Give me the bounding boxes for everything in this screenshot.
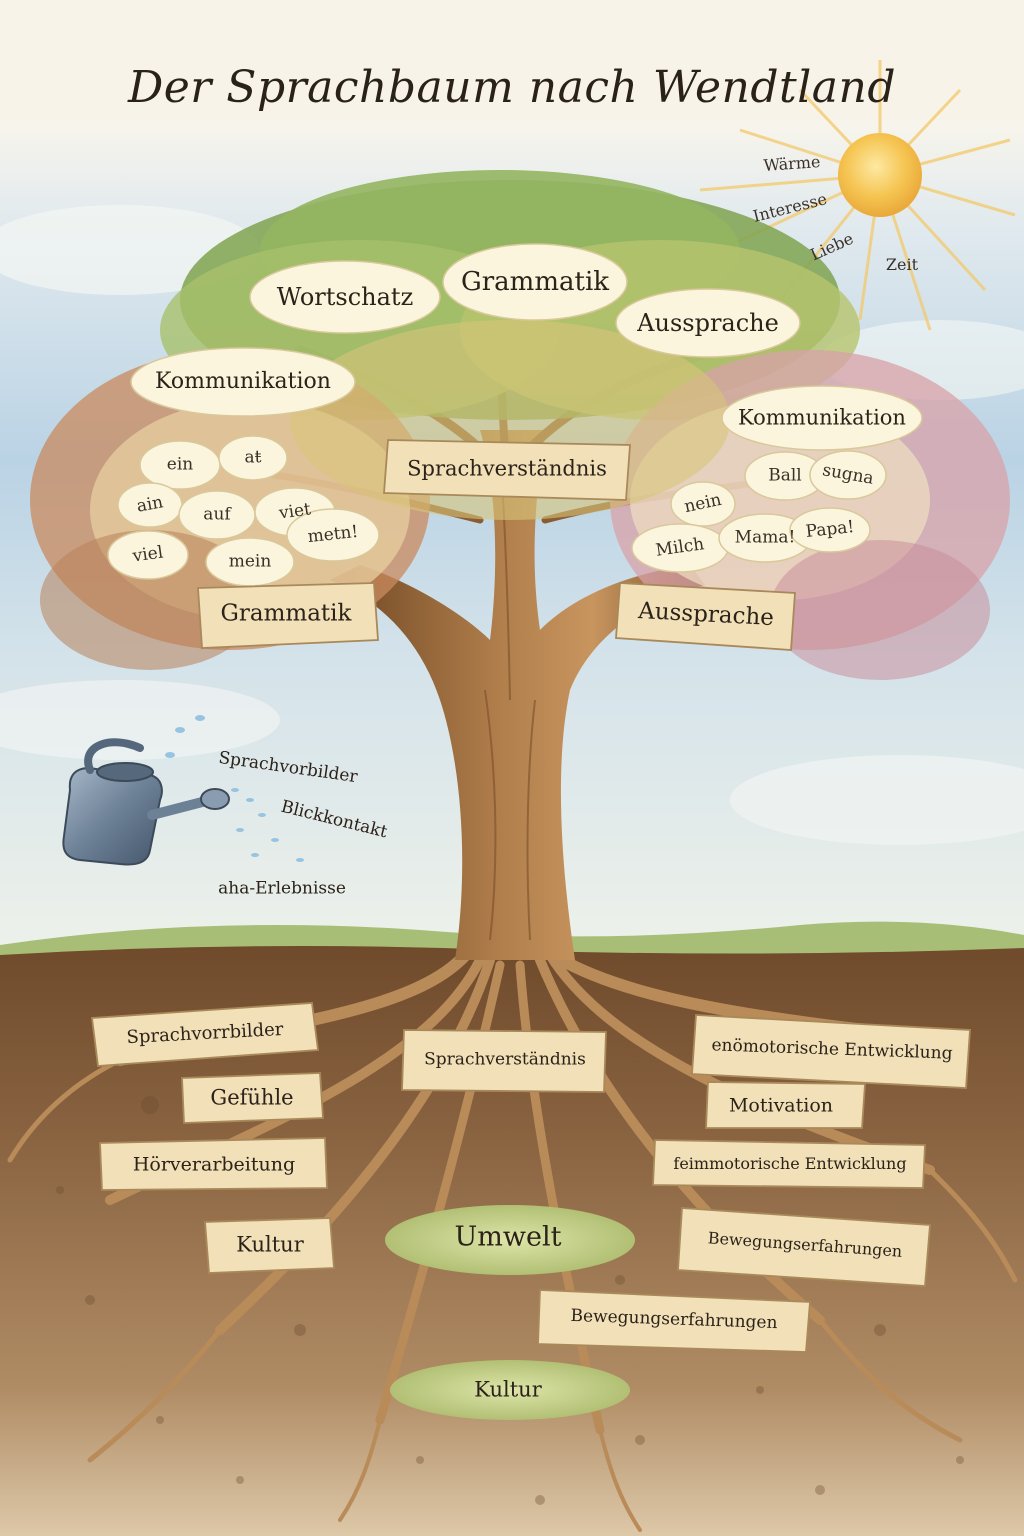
leaf-word: aŧ [244,447,262,468]
leaf-word: Ball [768,465,802,486]
leaf-word: viel [131,542,165,567]
watering-can-icon [62,715,304,866]
crown-cloud-kommunikation-left: Kommunikation [155,369,331,394]
sun-icon [699,60,1016,331]
leaf-word: mein [228,551,272,572]
root-scroll-hoerverarbeitung: Hörverarbeitung [132,1153,296,1176]
scroll-banners [90,439,971,1353]
root-scroll-kultur: Kultur [236,1232,304,1257]
root-scroll-motivation: Motivation [728,1094,834,1117]
watering-label-aha-erlebnisse: aha-Erlebnisse [218,878,346,899]
leaf-word: Mama! [734,527,796,548]
moss-patch-umwelt [385,1205,635,1275]
moss-patch-kultur [390,1360,630,1420]
sun-word-waerme: Wärme [762,152,822,175]
soil-label-kultur: Kultur [474,1377,542,1402]
sun-word-zeit: Zeit [885,255,919,274]
scroll-sprachverstaendnis-top: Sprachverständnis [407,456,607,481]
root-scroll-feimmotorische-entwicklung: feimmotorische Entwicklung [673,1154,907,1173]
tree-trunk [330,430,705,960]
leaf-word: auf [203,504,231,525]
crown-cloud-wortschatz: Wortschatz [276,283,414,311]
crown-cloud-kommunikation-right: Kommunikation [738,405,906,430]
crown-cloud-aussprache: Aussprache [637,309,779,337]
leaf-word: viet [277,499,313,524]
crown-bubbles [107,243,923,587]
leaf-word: Papa! [804,517,856,542]
scroll-grammatik: Grammatik [220,600,352,627]
soil-label-umwelt: Umwelt [454,1221,562,1253]
root-scroll-sprachverstaendnis: Sprachverständnis [424,1049,586,1070]
root-scroll-gefuehle: Gefühle [210,1085,294,1110]
crown-cloud-grammatik: Grammatik [460,267,610,297]
leaf-word: ein [166,454,194,475]
leaf-word: ain [135,492,165,517]
page-title: Der Sprachbaum nach Wendtland [127,62,897,113]
